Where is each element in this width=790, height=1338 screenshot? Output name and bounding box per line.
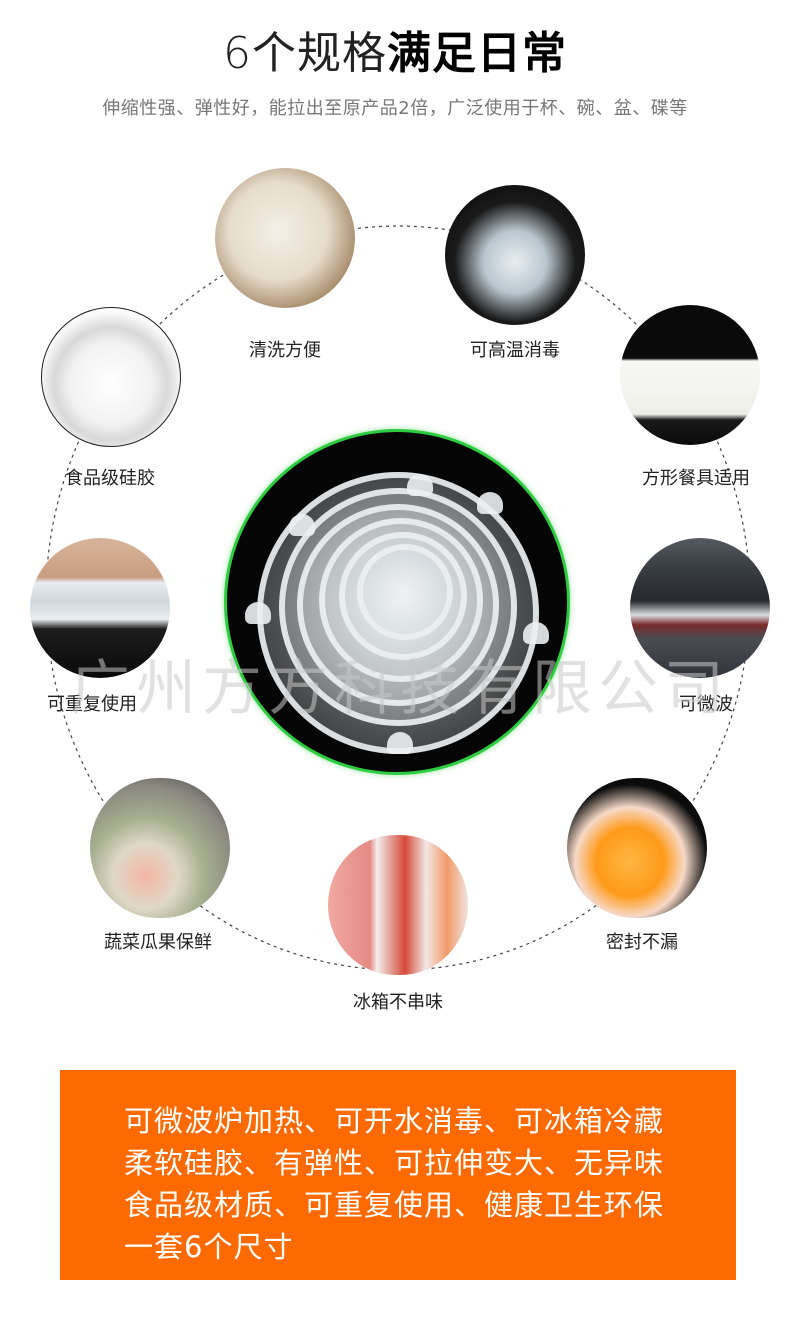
info-box: 可微波炉加热、可开水消毒、可冰箱冷藏 柔软硅胶、有弹性、可拉伸变大、无异味 食品… [60, 1070, 736, 1280]
sealed-photo [567, 778, 707, 918]
info-line: 食品级材质、可重复使用、健康卫生环保 [124, 1188, 665, 1222]
fridge-photo [328, 835, 468, 975]
page-title: 6个规格满足日常 [0, 26, 790, 82]
reusable-photo [30, 538, 170, 678]
feature-label-food-grade: 食品级硅胶 [65, 468, 155, 489]
info-lines: 可微波炉加热、可开水消毒、可冰箱冷藏 柔软硅胶、有弹性、可拉伸变大、无异味 食品… [124, 1100, 664, 1268]
easy-clean-photo [215, 168, 355, 308]
info-line: 柔软硅胶、有弹性、可拉伸变大、无异味 [124, 1146, 665, 1180]
lid-6 [357, 544, 453, 640]
feature-label-easy-clean: 清洗方便 [249, 340, 321, 361]
fresh-photo [90, 778, 230, 918]
square-dish-photo [620, 305, 760, 445]
microwave-photo [630, 538, 770, 678]
feature-label-square-dish: 方形餐具适用 [642, 468, 750, 489]
title-light: 6个规格 [223, 28, 387, 79]
info-line: 一套6个尺寸 [124, 1230, 294, 1264]
info-line: 可微波炉加热、可开水消毒、可冰箱冷藏 [124, 1104, 665, 1138]
page-subtitle: 伸缩性强、弹性好，能拉出至原产品2倍，广泛使用于杯、碗、盆、碟等 [102, 98, 688, 119]
center-product-image [227, 432, 567, 772]
feature-label-reusable: 可重复使用 [47, 694, 137, 715]
feature-label-fresh: 蔬菜瓜果保鲜 [104, 932, 212, 953]
feature-label-fridge: 冰箱不串味 [353, 992, 443, 1013]
title-bold: 满足日常 [387, 28, 567, 79]
high-temp-photo [445, 185, 585, 325]
feature-label-microwave: 可微波 [679, 694, 733, 715]
feature-label-high-temp: 可高温消毒 [470, 340, 560, 361]
feature-label-sealed: 密封不漏 [606, 932, 678, 953]
food-grade-photo [41, 307, 181, 447]
